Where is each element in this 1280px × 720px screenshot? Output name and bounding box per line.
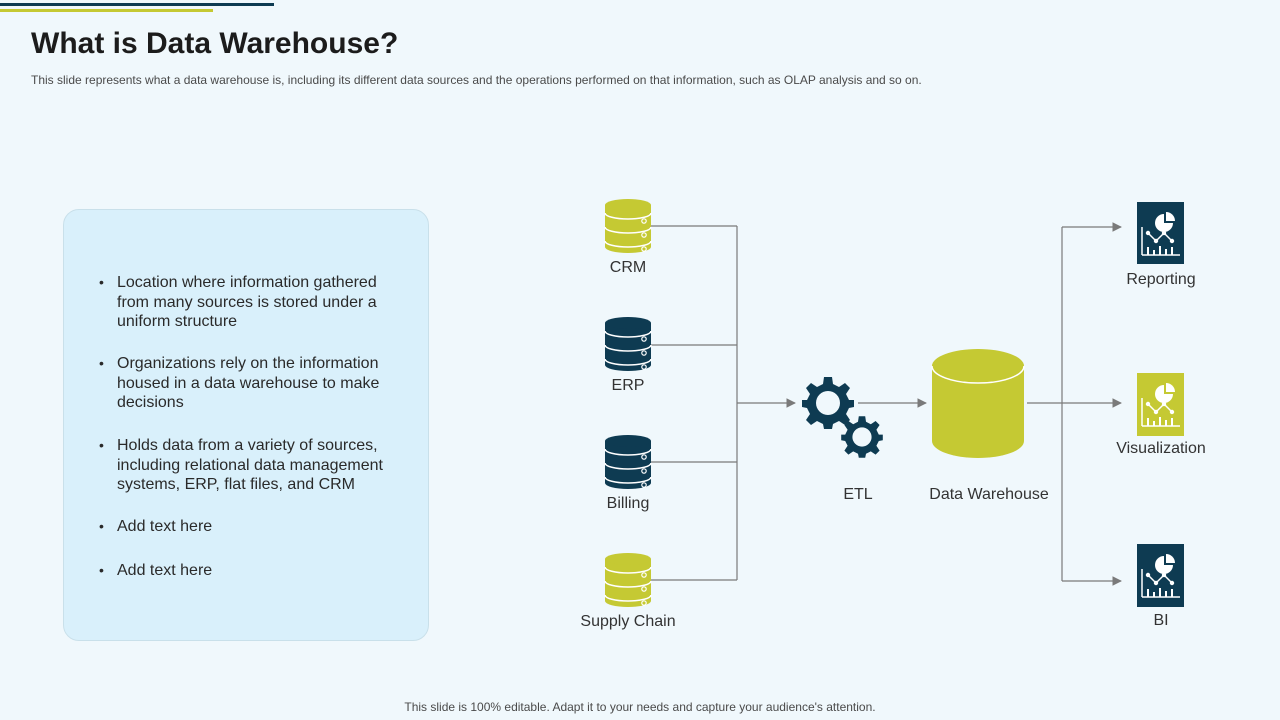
page-subtitle: This slide represents what a data wareho…	[31, 73, 922, 87]
page-title: What is Data Warehouse?	[31, 27, 399, 60]
output-connectors	[1027, 222, 1122, 586]
output-label-visualization: Visualization	[1116, 440, 1206, 457]
gears-icon	[802, 377, 883, 458]
database-icon	[604, 552, 652, 608]
accent-bar-navy	[0, 3, 274, 6]
dashboard-report-icon	[1137, 373, 1184, 436]
info-bullet: Add text here	[99, 561, 392, 581]
warehouse-label: Data Warehouse	[929, 486, 1049, 503]
info-card: Location where information gathered from…	[63, 209, 429, 641]
source-label-erp: ERP	[611, 377, 645, 394]
footer-note: This slide is 100% editable. Adapt it to…	[404, 700, 876, 714]
info-bullet: Holds data from a variety of sources, in…	[99, 436, 392, 495]
source-label-billing: Billing	[606, 495, 650, 512]
output-label-bi: BI	[1153, 612, 1169, 629]
etl-label: ETL	[843, 486, 873, 503]
database-icon	[604, 434, 652, 490]
output-label-reporting: Reporting	[1126, 271, 1196, 288]
accent-bar-yellow	[0, 9, 213, 12]
source-label-supply-chain: Supply Chain	[580, 613, 676, 630]
source-label-crm: CRM	[609, 259, 647, 276]
info-bullet: Organizations rely on the information ho…	[99, 354, 392, 413]
dashboard-report-icon	[1137, 544, 1184, 607]
database-icon	[604, 198, 652, 254]
cylinder-icon	[931, 349, 1025, 458]
dashboard-report-icon	[1137, 202, 1184, 264]
source-connectors	[651, 225, 796, 581]
info-bullet: Location where information gathered from…	[99, 273, 392, 332]
info-bullet: Add text here	[99, 517, 392, 537]
database-icon	[604, 316, 652, 372]
